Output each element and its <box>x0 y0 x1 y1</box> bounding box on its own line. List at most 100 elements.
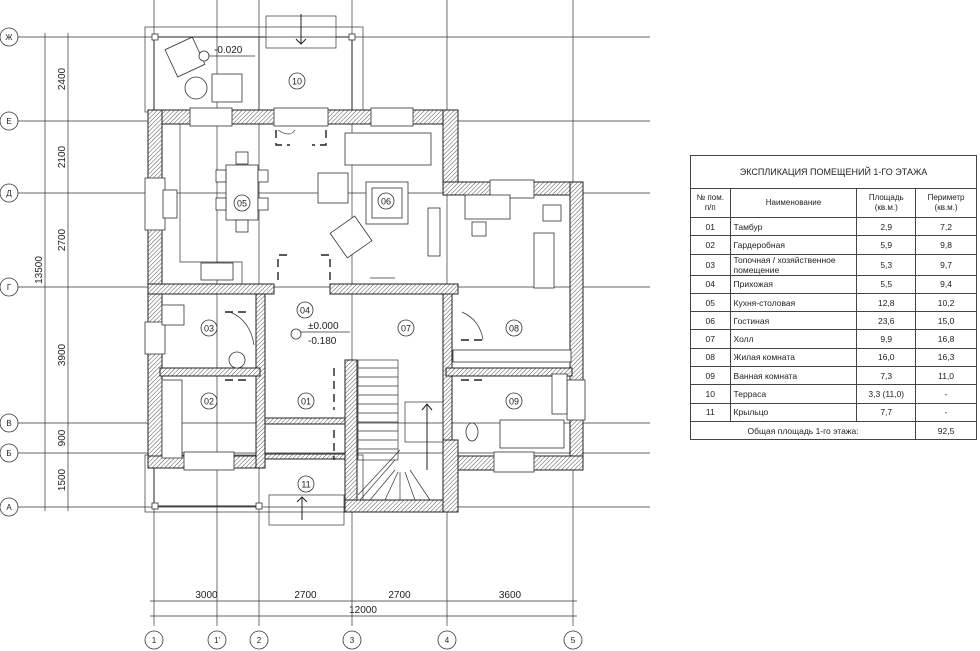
dimension-label: 2700 <box>294 590 317 601</box>
dimension-label: 900 <box>57 429 68 446</box>
header-name: Наименование <box>729 188 858 218</box>
terrace-table <box>184 76 208 100</box>
axis-label: 2 <box>257 636 262 645</box>
cell-perimeter: 9,8 <box>915 235 977 255</box>
terrace-chair <box>211 73 243 103</box>
cell-name: Терраса <box>729 384 858 404</box>
axis-label: 3 <box>350 636 355 645</box>
cell-num: 01 <box>690 216 731 237</box>
desk <box>464 194 511 220</box>
axis-marker <box>0 443 19 463</box>
cell-area: 5,9 <box>856 235 917 255</box>
cell-perimeter: 16,8 <box>915 329 977 349</box>
cell-name: Гардеробная <box>729 235 858 255</box>
cell-name: Жилая комната <box>729 347 858 368</box>
cell-name: Холл <box>729 329 858 349</box>
room-number: 06 <box>381 197 391 207</box>
dimension-label: 2700 <box>388 590 411 601</box>
dimension-label: 3000 <box>195 590 218 601</box>
toilet <box>465 422 479 442</box>
wardrobe <box>452 349 572 363</box>
cell-perimeter: 11,0 <box>915 366 977 386</box>
room-number: 11 <box>301 480 310 490</box>
axis-label: 4 <box>445 636 450 645</box>
cell-name: Тамбур <box>729 216 858 237</box>
elevation-label: -0.020 <box>214 45 243 56</box>
elevation-label: ±0.000 <box>308 321 339 332</box>
room-number: 08 <box>509 324 519 334</box>
axis-label: Е <box>6 117 11 126</box>
cell-perimeter: 10,2 <box>915 292 977 313</box>
cell-perimeter: 9,4 <box>915 274 977 294</box>
dimension-label: 2100 <box>57 145 68 168</box>
axis-marker <box>342 630 362 650</box>
porch-outline <box>144 454 364 526</box>
furniture <box>161 36 572 459</box>
cell-area: 2,9 <box>856 216 917 237</box>
axis-marker <box>0 27 19 47</box>
total-label: Общая площадь 1-го этажа: <box>689 420 917 441</box>
room-number: 04 <box>300 306 310 316</box>
header-perimeter: Периметр (кв.м.) <box>915 188 977 218</box>
cell-perimeter: - <box>915 384 977 404</box>
room-number: 10 <box>292 77 302 87</box>
washbasin <box>551 373 568 415</box>
axis-label: В <box>6 419 11 428</box>
dimension-label: 2700 <box>57 228 68 251</box>
room-tag-11: 11 <box>297 475 315 493</box>
cell-perimeter: 16,3 <box>915 347 977 368</box>
cell-area: 5,5 <box>856 274 917 294</box>
axis-label: 1' <box>214 636 220 645</box>
elevation-floor: ±0.000 -0.180 <box>290 321 350 347</box>
armchair <box>329 215 373 259</box>
axis-label: Д <box>6 189 12 198</box>
axis-marker <box>0 413 19 433</box>
cell-num: 05 <box>690 292 731 313</box>
dining-table <box>225 164 259 221</box>
axis-label: А <box>6 503 12 512</box>
cell-num: 04 <box>690 274 731 294</box>
cell-area: 12,8 <box>856 292 917 313</box>
grid-lines <box>18 0 650 626</box>
boiler <box>228 351 246 369</box>
axis-marker <box>0 497 19 517</box>
dimension-total: 12000 <box>349 605 377 616</box>
elevation-terrace: -0.020 <box>198 45 255 62</box>
cell-name: Топочная / хозяйственное помещение <box>729 253 858 276</box>
doors <box>225 129 484 460</box>
cell-name: Кухня-столовая <box>729 292 858 313</box>
terrace-outline <box>144 14 364 113</box>
terrace-chair <box>164 36 206 78</box>
dimension-label: 1500 <box>57 468 68 491</box>
fireplace <box>427 207 441 257</box>
room-tag-02: 02 <box>200 392 218 410</box>
cell-name: Крыльцо <box>729 402 858 422</box>
armchair <box>317 172 349 204</box>
cell-area: 3,3 (11,0) <box>856 384 917 404</box>
cell-area: 5,3 <box>856 253 917 276</box>
room-tag-03: 03 <box>200 319 218 337</box>
schedule-title: ЭКСПЛИКАЦИЯ ПОМЕЩЕНИЙ 1-ГО ЭТАЖА <box>690 155 977 189</box>
cell-perimeter: 7,2 <box>915 216 977 237</box>
sink <box>162 189 178 219</box>
cell-perimeter: 15,0 <box>915 311 977 331</box>
staircase <box>357 359 444 501</box>
axis-marker <box>437 630 457 650</box>
cell-num: 07 <box>690 329 731 349</box>
stove <box>200 262 234 281</box>
room-tag-08: 08 <box>505 319 523 337</box>
cell-num: 10 <box>690 384 731 404</box>
axis-marker <box>144 630 164 650</box>
wardrobe-rack <box>161 379 183 459</box>
axis-label: 5 <box>571 636 576 645</box>
